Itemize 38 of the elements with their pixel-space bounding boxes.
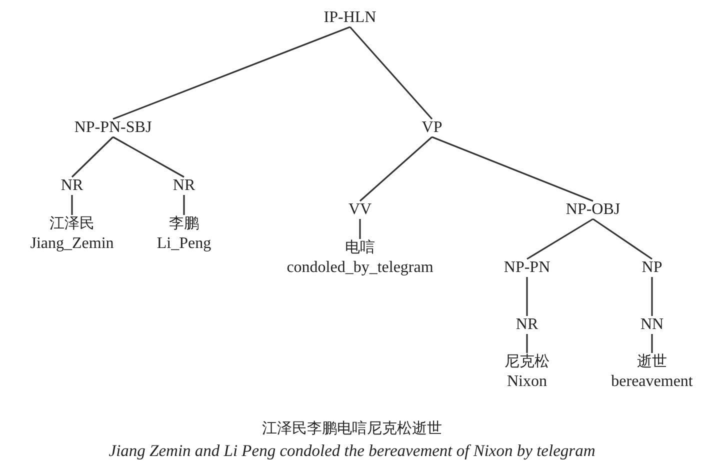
english-gloss: bereavement bbox=[611, 372, 693, 392]
chinese-word: 电唁 bbox=[344, 238, 376, 258]
translation-text: Jiang Zemin and Li Peng condoled the bereavement of Nixon by telegram bbox=[108, 441, 596, 461]
chinese-word: 江泽民 bbox=[48, 215, 96, 234]
english-gloss: Li_Peng bbox=[156, 234, 212, 254]
chinese-word: 尼克松 bbox=[504, 352, 550, 372]
tree-branch bbox=[526, 277, 528, 316]
tree-branch bbox=[432, 136, 594, 202]
english-gloss: Nixon bbox=[506, 372, 548, 392]
tree-branch bbox=[526, 334, 528, 353]
english-gloss: Jiang_Zemin bbox=[30, 234, 114, 254]
tree-branch bbox=[183, 195, 185, 215]
category-label: NP bbox=[642, 258, 662, 278]
tree-branch bbox=[592, 218, 652, 260]
category-label: NP-OBJ bbox=[566, 200, 620, 220]
tree-branch bbox=[112, 26, 350, 120]
caption: 江泽民李鹏电唁尼克松逝世 bbox=[261, 420, 443, 438]
tree-branch bbox=[71, 195, 73, 215]
tree-branch bbox=[526, 218, 594, 260]
tree-branch bbox=[71, 136, 114, 178]
chinese-word: 逝世 bbox=[636, 352, 668, 372]
english-gloss: condoled_by_telegram bbox=[286, 258, 434, 278]
tree-branch bbox=[651, 334, 653, 353]
tree-branch bbox=[349, 26, 433, 120]
category-label: NR bbox=[516, 315, 538, 335]
category-label: VV bbox=[348, 200, 372, 220]
tree-branch bbox=[359, 219, 361, 239]
tree-branch bbox=[359, 136, 433, 202]
chinese-word: 李鹏 bbox=[168, 214, 200, 234]
category-label: NP-PN-SBJ bbox=[74, 118, 152, 138]
tree-branch bbox=[651, 277, 653, 316]
category-label: NR bbox=[60, 176, 84, 196]
category-label: NR bbox=[172, 176, 196, 196]
category-label: VP bbox=[422, 118, 442, 138]
category-label: NN bbox=[640, 315, 664, 335]
category-label: NP-PN bbox=[504, 258, 550, 278]
category-label: IP-HLN bbox=[324, 8, 376, 28]
tree-branch bbox=[112, 136, 184, 178]
